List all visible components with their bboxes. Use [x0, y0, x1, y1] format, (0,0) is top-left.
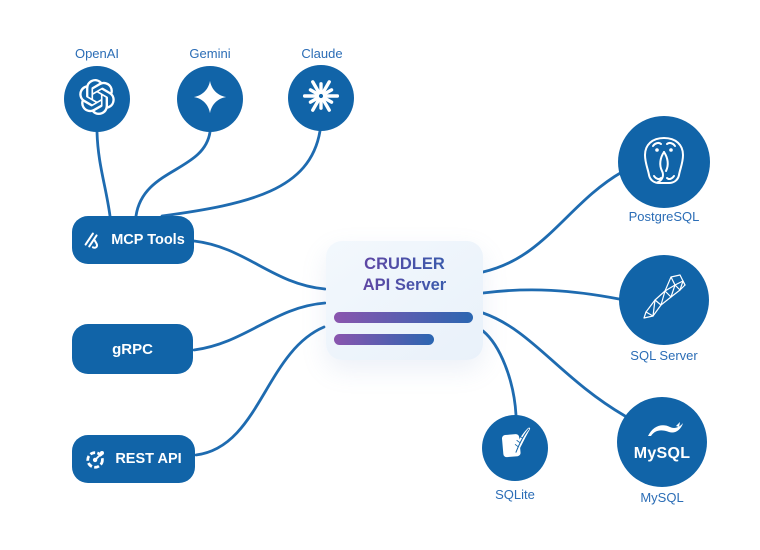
gemini-node: [177, 66, 243, 132]
connector-claude-mcp: [160, 129, 322, 218]
mcp-tools-node: MCP Tools: [72, 216, 194, 264]
connector-server-postgres: [481, 170, 624, 274]
sql-server-label: SQL Server: [630, 348, 698, 363]
rest-api-icon: [85, 448, 107, 470]
connector-server-sqlserver: [481, 288, 621, 301]
connector-mcp-server: [192, 239, 327, 291]
rest-api-node: REST API: [72, 435, 195, 483]
mysql-wordmark: MySQL: [633, 445, 691, 462]
connector-gemini-mcp: [134, 130, 212, 218]
rest-api-label: REST API: [115, 451, 182, 467]
mcp-tools-label: MCP Tools: [111, 232, 185, 248]
openai-label: OpenAI: [74, 46, 120, 61]
connector-openai-mcp: [95, 130, 112, 218]
claude-icon: [302, 77, 340, 120]
mcp-icon: [81, 229, 103, 251]
sqlite-label: SQLite: [495, 487, 535, 502]
card-title-line2: API Server: [362, 276, 447, 294]
gemini-label: Gemini: [189, 46, 231, 61]
grpc-node: gRPC: [72, 324, 193, 374]
grpc-label: gRPC: [112, 340, 153, 358]
sqlite-icon: [492, 423, 538, 474]
sqlite-node: [482, 415, 548, 481]
sql-server-icon: [636, 270, 692, 331]
mysql-dolphin-icon: [646, 421, 686, 444]
connector-rest-server: [194, 325, 326, 457]
crudler-api-server-card: CRUDLER API Server: [326, 241, 483, 360]
postgresql-node: [618, 116, 710, 208]
card-title-line1: CRUDLER: [364, 255, 445, 273]
connector-server-sqlite: [481, 329, 518, 417]
progress-bar-long: [334, 312, 473, 323]
claude-node: [288, 65, 354, 131]
postgresql-label: PostgreSQL: [628, 209, 700, 224]
openai-icon: [79, 78, 115, 120]
postgresql-icon: [636, 131, 692, 194]
connector-server-mysql: [481, 311, 627, 418]
connector-grpc-server: [192, 301, 327, 352]
progress-bar-short: [334, 334, 434, 345]
sql-server-node: [619, 255, 709, 345]
card-title: CRUDLER API Server: [326, 254, 483, 296]
mysql-label: MySQL: [640, 490, 684, 505]
gemini-icon: [191, 78, 229, 121]
claude-label: Claude: [301, 46, 343, 61]
openai-node: [64, 66, 130, 132]
mysql-node: MySQL: [617, 397, 707, 487]
